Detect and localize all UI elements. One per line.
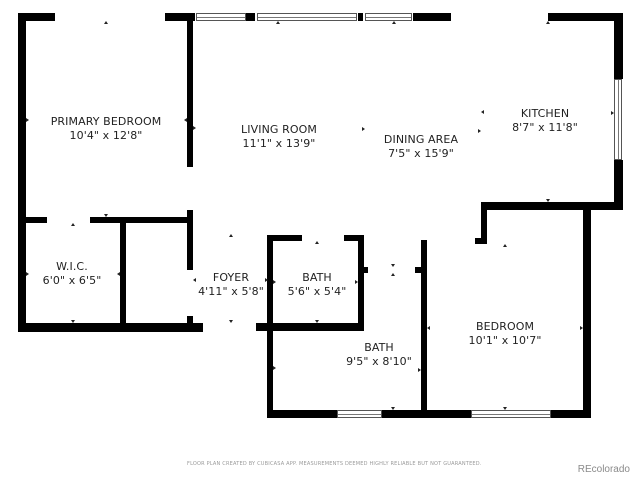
room-name: W.I.C. [56,260,88,273]
room-foyer: FOYER 4'11" x 5'8" [198,271,264,299]
marker [315,320,319,323]
room-name: BATH [302,271,332,284]
marker [229,234,233,237]
wall-bath-top-b [344,235,364,241]
marker [71,320,75,323]
marker [392,21,396,24]
marker [26,118,29,122]
room-dimensions: 11'1" x 13'9" [242,137,316,150]
marker [71,223,75,226]
marker [503,244,507,247]
marker [104,21,108,24]
marker [481,110,484,114]
marker [265,278,268,282]
window-bedroom [471,410,551,418]
room-name: KITCHEN [520,107,570,120]
room-name: LIVING ROOM [241,123,317,136]
marker [478,129,481,133]
marker [273,280,276,284]
wall-kitchen-bottom [481,202,623,210]
room-bedroom: BEDROOM 10'1" x 10'7" [469,320,542,348]
window-top-1 [196,13,246,21]
wall-bedroom-closet-left [481,202,487,244]
marker [104,214,108,217]
marker [391,264,395,267]
room-bath-small: BATH 5'6" x 5'4" [288,271,347,299]
marker [184,118,187,122]
room-dimensions: 4'11" x 5'8" [198,285,264,298]
room-name: DINING AREA [383,133,459,146]
window-top-3 [365,13,412,21]
wall-bedroom-left-stub [415,267,427,273]
wall-bedroom-wic-a [26,217,47,223]
marker [503,407,507,410]
wall-bath-right [358,235,364,329]
room-name: BEDROOM [475,320,535,333]
room-name: FOYER [212,271,250,284]
wall-closet-divider [120,217,126,329]
room-dimensions: 9'5" x 8'10" [346,355,412,368]
room-kitchen: KITCHEN 8'7" x 11'8" [512,107,578,135]
marker [117,272,120,276]
wall-bath-right-stub [358,267,368,273]
window-bath [337,410,382,418]
room-wic: W.I.C. 6'0" x 6'5" [43,260,102,288]
room-dimensions: 6'0" x 6'5" [42,274,102,287]
marker [193,278,196,282]
wall-bottom-left [18,323,203,332]
room-dimensions: 5'6" x 5'4" [287,285,347,298]
wall-top-mullion-2 [358,13,363,21]
marker [229,320,233,323]
wall-bedroom-right [583,202,591,418]
wall-top-left-b [165,13,195,21]
brand-watermark: REcolorado [577,464,630,475]
room-dining-area: DINING AREA 7'5" x 15'9" [384,133,458,161]
marker [391,407,395,410]
room-dimensions: 8'7" x 11'8" [512,121,578,134]
room-name: PRIMARY BEDROOM [50,115,162,128]
marker [546,199,550,202]
wall-bath-bottom [256,323,364,331]
room-bath-large: BATH 9'5" x 8'10" [346,341,412,369]
wall-top-mullion-1 [246,13,255,21]
room-dimensions: 10'1" x 10'7" [468,334,542,347]
marker [193,126,196,130]
marker [546,21,550,24]
window-top-2 [257,13,357,21]
window-kitchen [614,79,622,160]
wall-left-outer [18,13,26,332]
room-primary-bedroom: PRIMARY BEDROOM 10'4" x 12'8" [51,115,162,143]
room-name: BATH [364,341,394,354]
wall-top-left-a [18,13,55,21]
wall-bedroom-wic-b [90,217,193,223]
room-dimensions: 10'4" x 12'8" [69,129,143,142]
wall-top-mid [413,13,451,21]
marker [26,272,29,276]
room-living-room: LIVING ROOM 11'1" x 13'9" [241,123,317,151]
wall-bedroom-left [421,240,427,418]
wall-right-upper [614,13,623,79]
wall-bottom-a [267,410,337,418]
wall-bottom-b [382,410,471,418]
room-dimensions: 7'5" x 15'9" [388,147,454,160]
wall-bedroom-closet-stub [475,238,487,244]
marker [418,368,421,372]
marker [362,127,365,131]
wall-right-lower [614,160,623,210]
marker [611,111,614,115]
marker [276,21,280,24]
wall-bottom-c [551,410,591,418]
wall-closet-right-a [187,210,193,270]
marker [355,280,358,284]
marker [580,326,583,330]
disclaimer-text: FLOOR PLAN CREATED BY CUBICASA APP. MEAS… [187,461,482,467]
marker [427,326,430,330]
marker [315,241,319,244]
wall-top-right [548,13,623,21]
wall-bedroom-living-divider [187,13,193,167]
wall-bath-top-a [268,235,302,241]
marker [273,366,276,370]
marker [391,273,395,276]
